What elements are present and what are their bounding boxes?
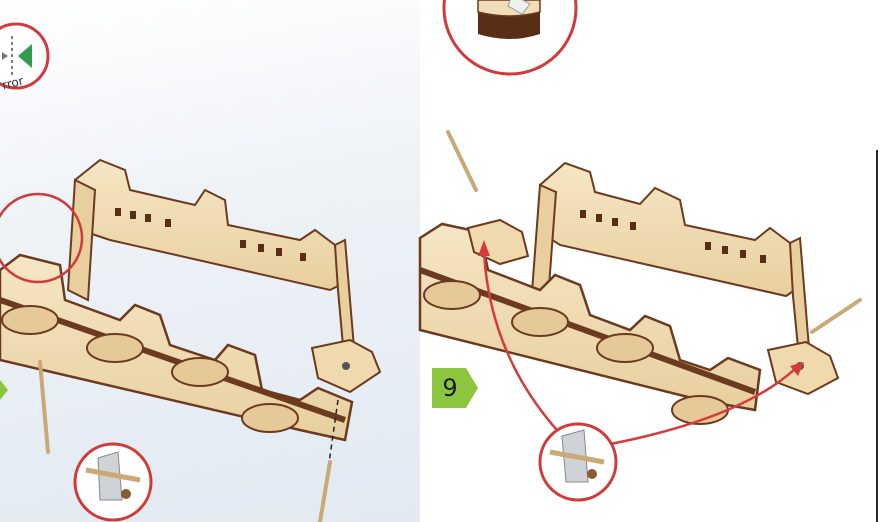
page-divider [876,150,878,522]
knife-callout-left [75,444,151,520]
left-frame-assembly [0,160,380,470]
step-number: 9 [432,368,468,408]
previous-step-marker [0,380,8,400]
step-number-badge: 9 [432,368,478,408]
knife-callout-right [540,424,616,500]
top-callout-circle [444,0,576,74]
